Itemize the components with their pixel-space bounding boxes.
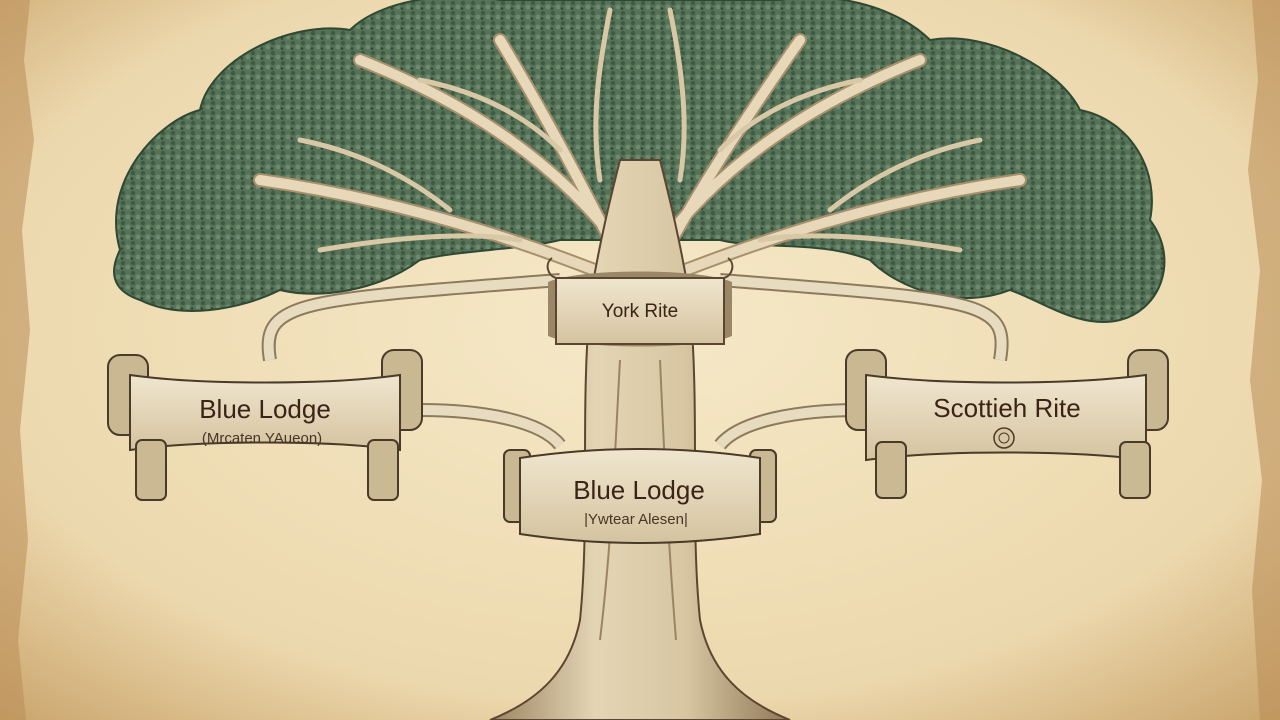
blue-lodge-center-scroll[interactable]: Blue Lodge |Ywtear Alesen|	[503, 448, 777, 544]
parchment-right-edge	[1248, 0, 1280, 720]
connector-ribbons	[261, 273, 1009, 450]
blue-lodge-left-scroll[interactable]: Blue Lodge (Mrcaten YAueon)	[107, 349, 423, 501]
york-rite-banner[interactable]: York Rite	[546, 257, 734, 347]
york-rite-label: York Rite	[602, 301, 678, 322]
blue-lodge-left-title: Blue Lodge	[199, 394, 331, 424]
blue-lodge-center-title: Blue Lodge	[573, 475, 705, 505]
scottish-rite-title: Scottieh Rite	[933, 393, 1080, 423]
scottish-rite-scroll[interactable]: Scottieh Rite	[845, 349, 1169, 499]
blue-lodge-center-subtitle: |Ywtear Alesen|	[584, 511, 688, 528]
parchment-left-edge	[0, 0, 34, 720]
blue-lodge-left-subtitle: (Mrcaten YAueon)	[202, 430, 322, 447]
seal-icon	[993, 427, 1015, 449]
tree-branches	[253, 7, 1027, 307]
